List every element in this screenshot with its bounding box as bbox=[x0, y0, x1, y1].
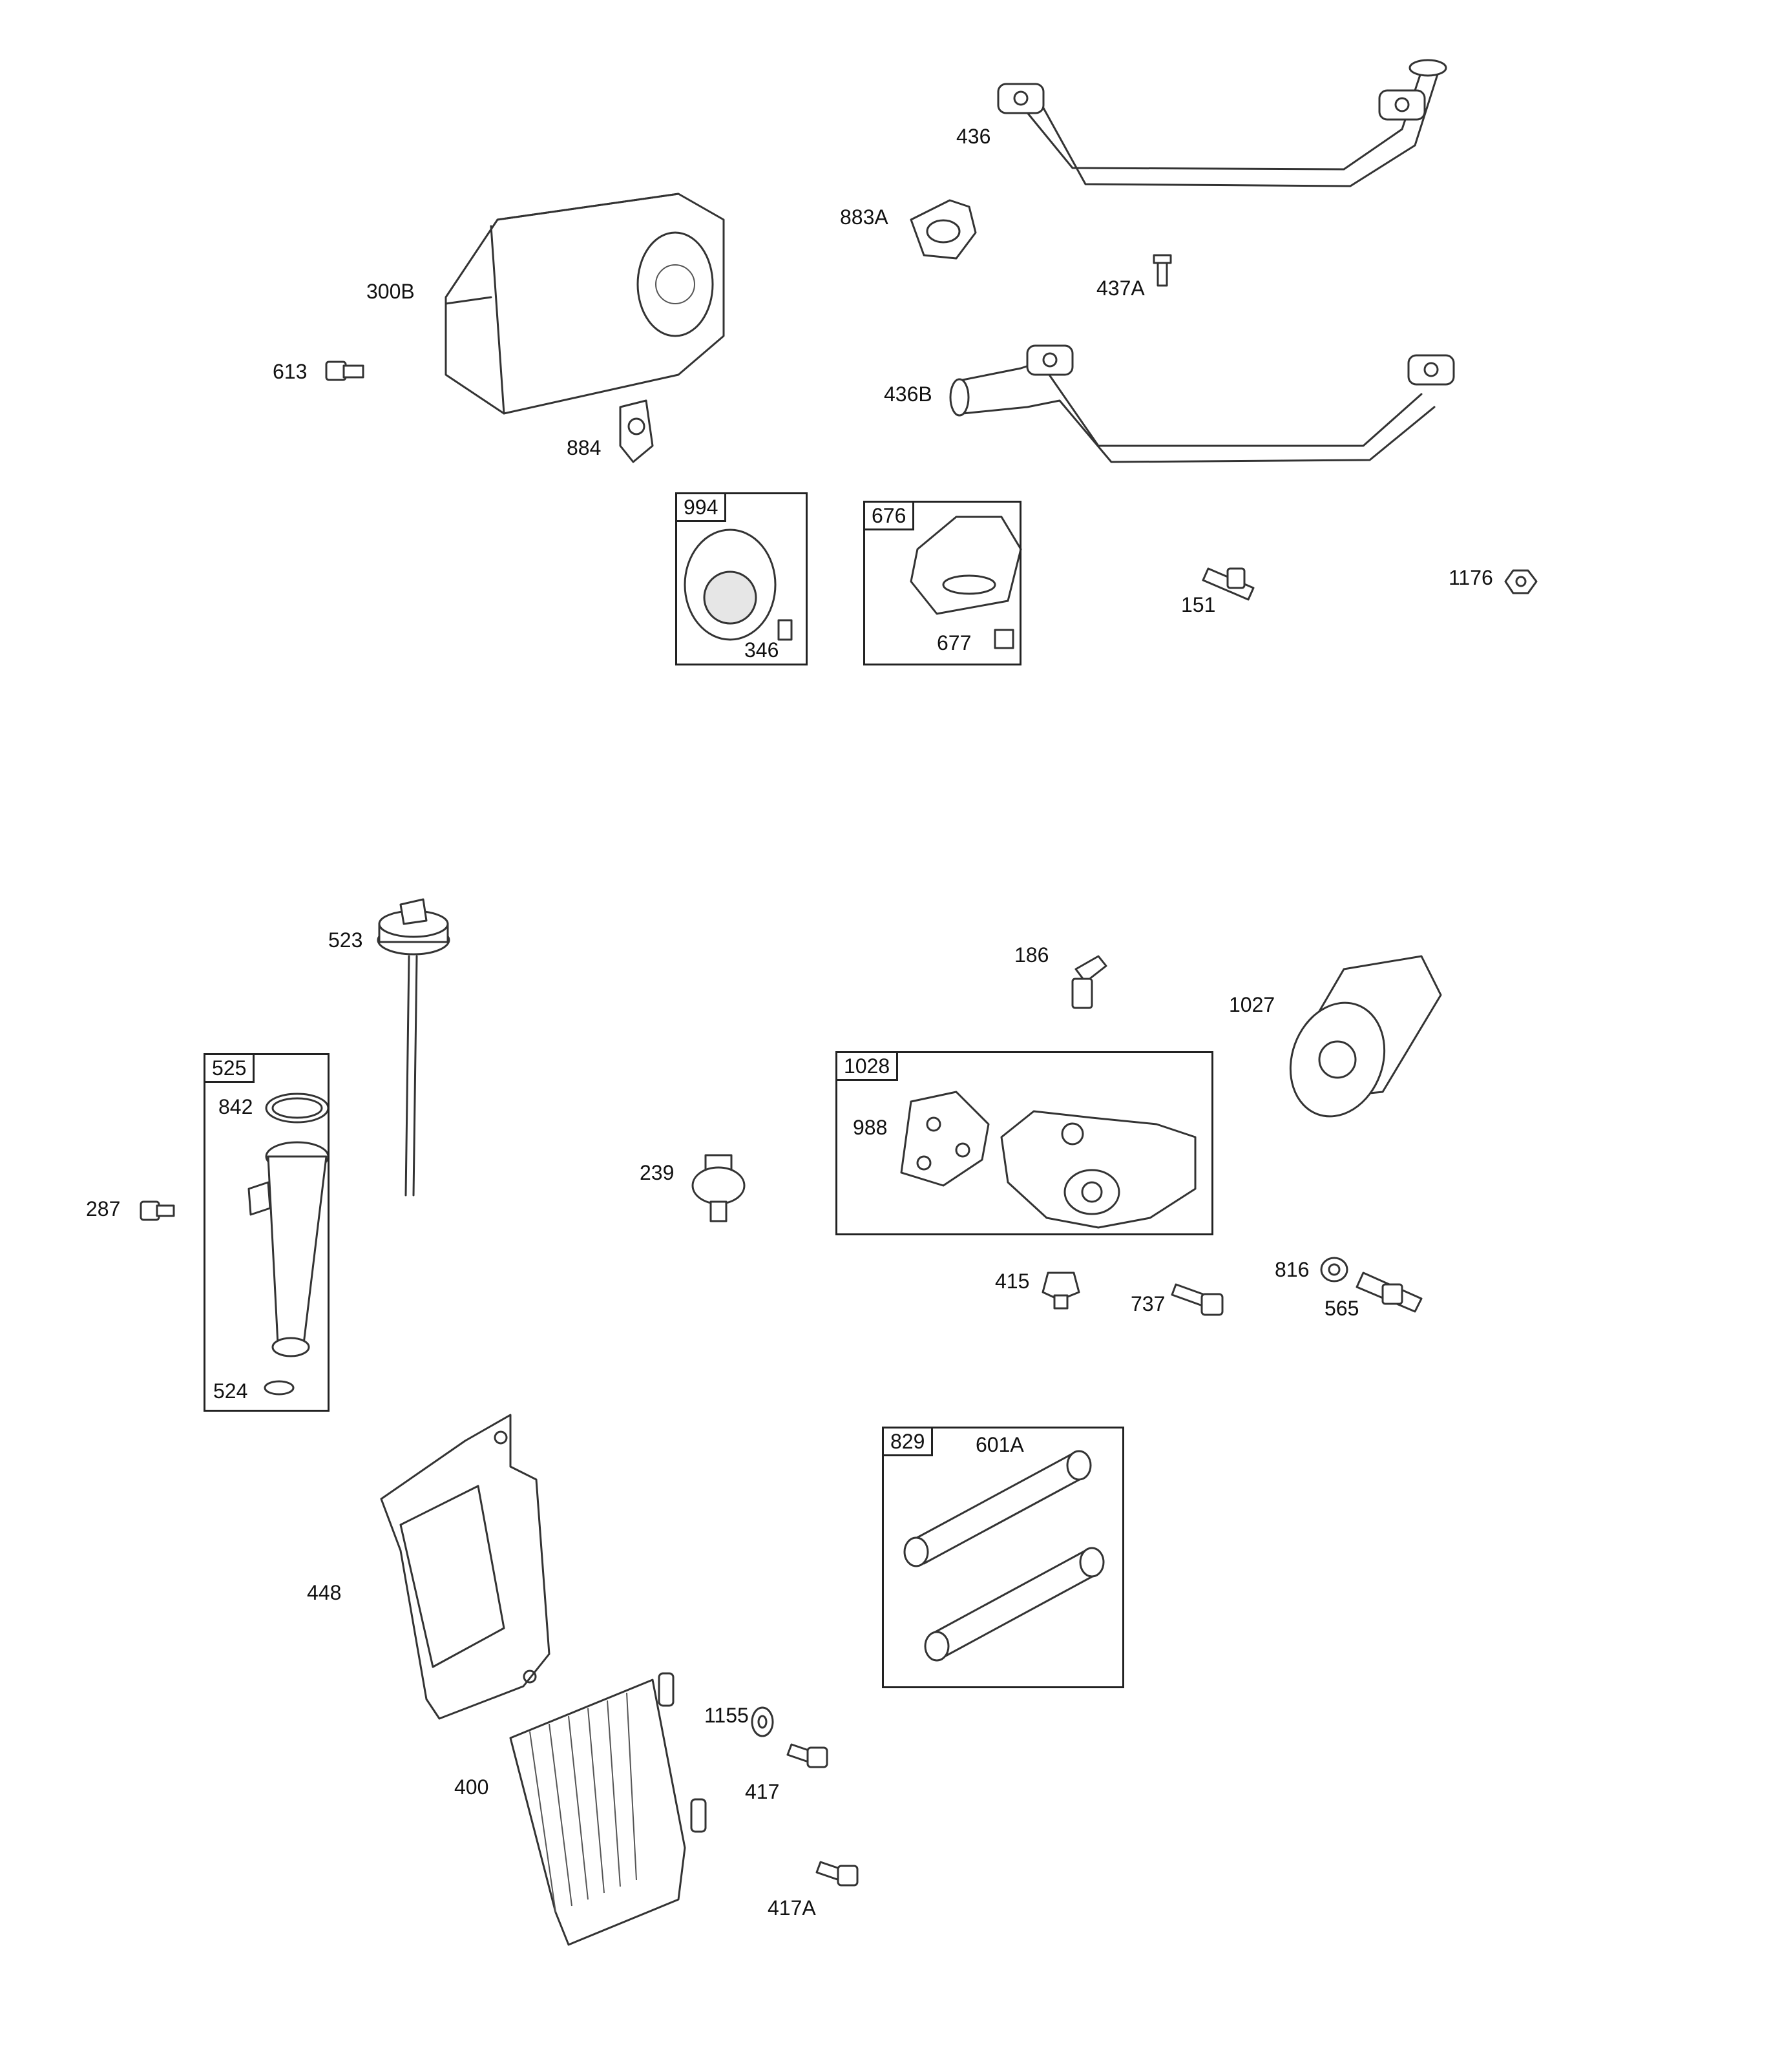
stud-151-drawing bbox=[1202, 567, 1255, 601]
part-label-151: 151 bbox=[1181, 593, 1216, 616]
stud-565-drawing bbox=[1356, 1271, 1423, 1313]
part-label-884: 884 bbox=[567, 436, 602, 459]
spark-arrestor-994-drawing bbox=[684, 528, 793, 641]
part-label-677: 677 bbox=[937, 631, 972, 654]
part-label-436B: 436B bbox=[884, 382, 932, 406]
part-label-1155: 1155 bbox=[704, 1704, 749, 1727]
screw-737-drawing bbox=[1171, 1283, 1224, 1316]
dipstick-tube-525-drawing bbox=[247, 1093, 330, 1396]
bracket-448-drawing bbox=[380, 1414, 550, 1720]
part-label-415: 415 bbox=[995, 1270, 1030, 1293]
oil-filter-1027-drawing bbox=[1289, 955, 1442, 1118]
part-label-842: 842 bbox=[218, 1095, 253, 1118]
part-label-300B: 300B bbox=[366, 280, 415, 303]
part-label-400: 400 bbox=[454, 1775, 489, 1799]
exhaust-pipe-436-drawing bbox=[997, 59, 1447, 187]
kit-box-994: 994 bbox=[675, 492, 808, 665]
plug-415-drawing bbox=[1042, 1271, 1080, 1310]
part-label-436: 436 bbox=[956, 125, 991, 148]
kit-box-676: 676 bbox=[863, 501, 1021, 665]
washer-1155-drawing bbox=[751, 1706, 774, 1737]
part-label-1176: 1176 bbox=[1449, 566, 1493, 589]
kit-box-829: 829 bbox=[882, 1427, 1124, 1688]
kit-number: 994 bbox=[677, 494, 727, 522]
kit-box-1028: 1028 bbox=[835, 1051, 1213, 1235]
part-label-239: 239 bbox=[640, 1161, 675, 1184]
bolt-613-drawing bbox=[325, 361, 364, 381]
muffler-300B-drawing bbox=[445, 193, 725, 415]
part-label-816: 816 bbox=[1275, 1258, 1310, 1281]
bolt-287-drawing bbox=[140, 1200, 175, 1221]
shield-676-drawing bbox=[910, 516, 1022, 649]
oil-cooler-400-drawing bbox=[509, 1672, 707, 1946]
part-label-613: 613 bbox=[273, 360, 308, 383]
screw-437A-drawing bbox=[1153, 254, 1172, 287]
part-label-346: 346 bbox=[744, 638, 779, 662]
gasket-883A-drawing bbox=[910, 199, 977, 260]
part-label-523: 523 bbox=[328, 928, 363, 952]
part-label-186: 186 bbox=[1014, 943, 1049, 967]
clamp-884-drawing bbox=[619, 399, 654, 463]
kit-number: 829 bbox=[884, 1428, 934, 1456]
kit-number: 525 bbox=[205, 1055, 255, 1083]
part-label-417A: 417A bbox=[768, 1896, 816, 1920]
part-label-988: 988 bbox=[853, 1116, 888, 1139]
part-label-737: 737 bbox=[1131, 1292, 1166, 1315]
kit-number: 1028 bbox=[837, 1053, 899, 1081]
screw-417-drawing bbox=[786, 1743, 828, 1768]
part-label-287: 287 bbox=[86, 1197, 121, 1220]
screw-417A-drawing bbox=[815, 1861, 859, 1887]
nut-1176-drawing bbox=[1504, 569, 1538, 594]
part-label-448: 448 bbox=[307, 1581, 342, 1604]
kit-number: 676 bbox=[865, 503, 915, 530]
part-label-417: 417 bbox=[745, 1780, 780, 1803]
part-label-1027: 1027 bbox=[1229, 993, 1275, 1016]
oil-hoses-829-drawing bbox=[903, 1450, 1105, 1662]
part-label-601A: 601A bbox=[976, 1433, 1024, 1456]
exhaust-pipe-436B-drawing bbox=[949, 344, 1455, 463]
part-label-524: 524 bbox=[213, 1379, 248, 1403]
part-label-437A: 437A bbox=[1096, 277, 1145, 300]
kit-box-525: 525 bbox=[204, 1053, 330, 1412]
part-label-565: 565 bbox=[1325, 1297, 1359, 1320]
part-label-883A: 883A bbox=[840, 205, 888, 229]
dipstick-523-drawing bbox=[377, 898, 450, 1197]
filter-adapter-1028-drawing bbox=[900, 1091, 1197, 1229]
pressure-switch-239-drawing bbox=[691, 1154, 746, 1222]
washer-816-drawing bbox=[1320, 1257, 1348, 1282]
fitting-186-drawing bbox=[1071, 955, 1107, 1009]
